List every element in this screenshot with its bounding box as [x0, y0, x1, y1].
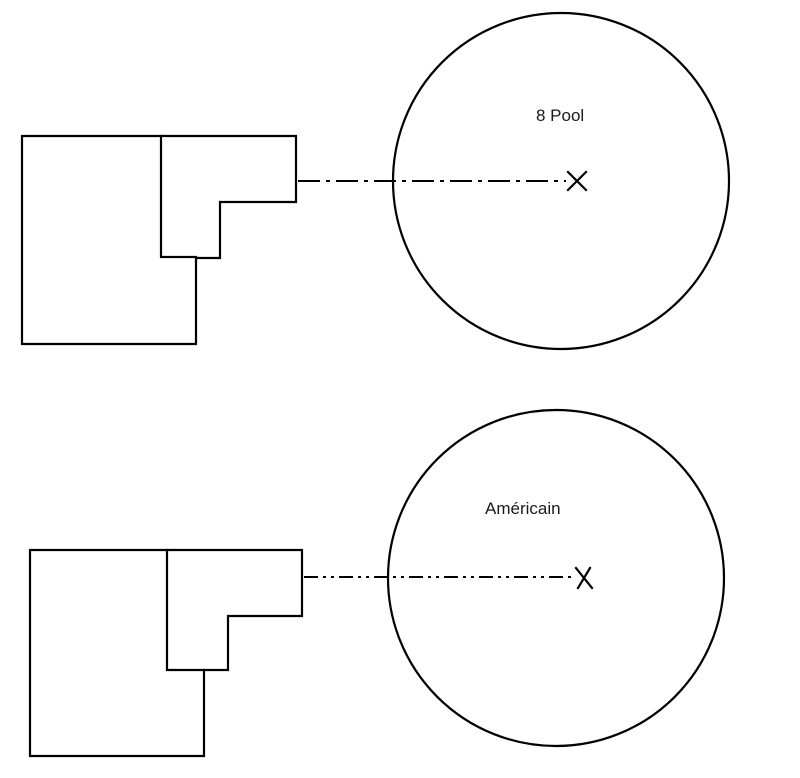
interior-wall-top: [159, 134, 198, 259]
pool-circle-top: [391, 11, 731, 351]
center-x-mark-icon: [566, 170, 588, 192]
house-outline-bottom: [28, 548, 304, 758]
pool-circle-bottom: [386, 408, 726, 748]
figure-bottom: Américain: [28, 408, 726, 758]
interior-wall-bottom: [165, 548, 206, 672]
figure-top: 8 Pool: [20, 11, 731, 351]
center-x-mark-icon: [574, 566, 594, 590]
circle-label-bottom: Américain: [485, 499, 561, 518]
house-outline-top: [20, 134, 298, 346]
circle-label-top: 8 Pool: [536, 106, 584, 125]
